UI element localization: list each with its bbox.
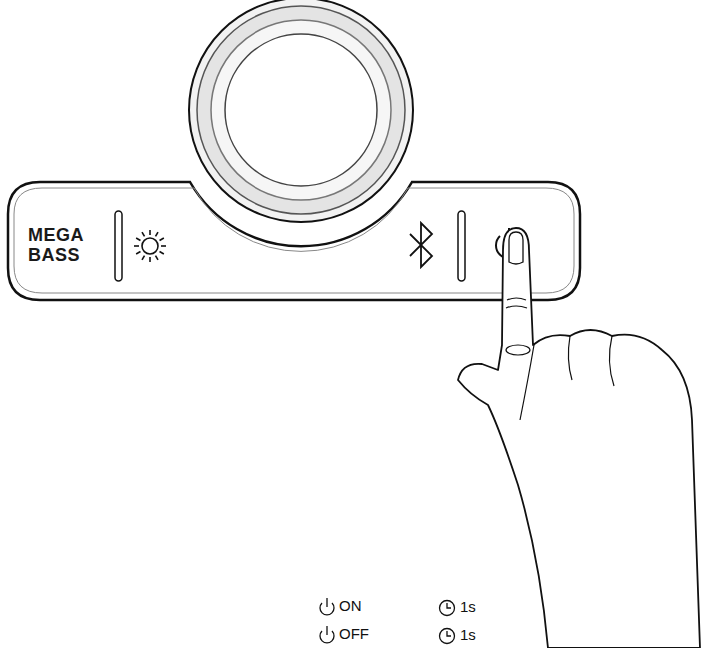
- state-label: ON: [339, 597, 362, 615]
- hand: [458, 228, 700, 648]
- duration-label: 1s: [460, 626, 476, 644]
- power-symbol: [320, 598, 334, 643]
- light-ray: [161, 245, 166, 247]
- light-ray: [160, 238, 164, 241]
- finger-line: [520, 336, 614, 420]
- knuckle-crease: [506, 345, 530, 355]
- clock-symbol: [440, 601, 455, 644]
- light-ray: [134, 245, 139, 247]
- indicator-slot: [115, 211, 122, 281]
- duration-label: 1s: [460, 598, 476, 616]
- light-icon: [134, 230, 166, 262]
- knuckle-crease: [506, 298, 527, 308]
- light-ray: [142, 256, 145, 260]
- light-ray: [142, 232, 145, 236]
- indicator-slot: [458, 211, 465, 281]
- knob-ring: [189, 0, 413, 222]
- knob-face: [225, 34, 377, 186]
- light-ray: [156, 256, 159, 260]
- button-label: MEGA BASS: [28, 225, 90, 265]
- state-label: OFF: [339, 625, 369, 643]
- light-ray: [149, 230, 151, 235]
- light-ray: [149, 257, 151, 262]
- knob-outer: [197, 6, 405, 214]
- knob-bevel: [211, 20, 391, 200]
- light-ray: [136, 238, 140, 241]
- light-ray: [156, 232, 159, 236]
- fingernail: [509, 232, 523, 264]
- bluetooth-icon: [410, 223, 432, 267]
- light-ray: [160, 252, 164, 255]
- light-ray: [136, 252, 140, 255]
